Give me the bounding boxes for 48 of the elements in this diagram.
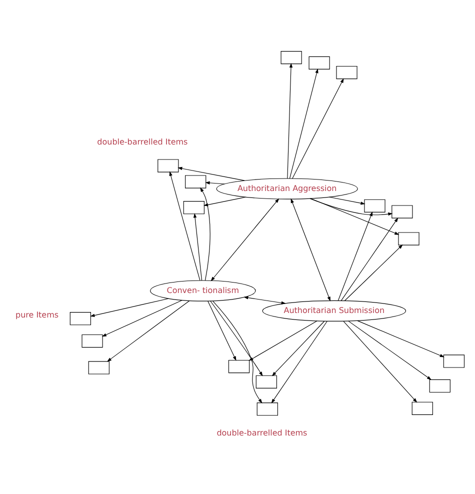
node-box: [364, 198, 386, 212]
arrow: [344, 244, 403, 301]
arrow: [102, 299, 182, 336]
node-box: [256, 402, 278, 416]
arrow: [90, 298, 169, 316]
node-box: [82, 334, 103, 348]
arrow: [205, 180, 225, 184]
node-box: [185, 174, 206, 188]
node-box: [88, 360, 110, 374]
arrow: [178, 166, 245, 180]
arrow: [210, 300, 263, 376]
node-box: [308, 56, 330, 69]
arrow: [210, 198, 280, 281]
arrow: [169, 170, 200, 280]
node-box: [158, 158, 179, 172]
node-box: [443, 354, 465, 368]
node-box: [336, 66, 358, 79]
arrow: [244, 296, 286, 304]
node-box: [280, 50, 302, 64]
arrow: [343, 320, 418, 402]
arrow: [357, 320, 444, 357]
arrow: [340, 217, 398, 300]
node-box: [392, 204, 413, 218]
arrow: [338, 211, 373, 300]
arrow: [348, 320, 432, 380]
node-box: [183, 200, 204, 214]
arrow: [106, 300, 190, 362]
node-box: [70, 312, 91, 325]
arrow: [292, 78, 344, 178]
arrow: [290, 198, 330, 301]
arrow: [248, 320, 318, 360]
node-box: [429, 378, 450, 392]
arrow: [208, 300, 236, 360]
arrow: [329, 196, 366, 204]
arrow: [203, 196, 246, 206]
node-box: [412, 401, 433, 414]
arrow: [287, 62, 293, 178]
arrow: [310, 198, 400, 234]
node-box: [398, 232, 420, 245]
node-box: [256, 374, 277, 388]
arrow: [193, 212, 202, 280]
arrow: [310, 198, 393, 216]
arrow: [200, 186, 210, 280]
arrow: [289, 68, 318, 178]
arrow: [272, 320, 325, 376]
arrow: [271, 320, 328, 403]
arrow: [212, 300, 262, 403]
node-box: [228, 359, 250, 373]
